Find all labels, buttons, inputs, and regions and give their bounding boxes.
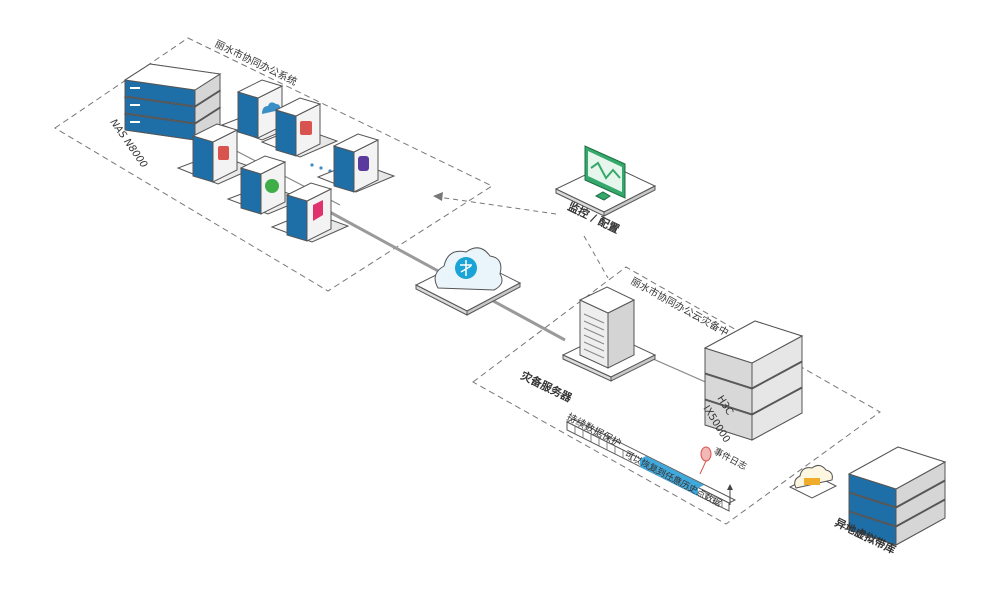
h3c-storage	[703, 320, 804, 441]
ellipsis-dots	[310, 163, 332, 173]
db-server-2	[260, 97, 339, 158]
nas-leds	[130, 87, 140, 123]
offsite-tape-library	[847, 446, 947, 546]
db-server-6	[270, 182, 350, 243]
arrow-head	[433, 192, 443, 201]
monitor-chart-icon	[590, 161, 621, 180]
zone-dr-center	[472, 266, 881, 525]
event-log-marker	[699, 446, 712, 475]
monitor-station	[554, 145, 657, 217]
timeline-bar	[565, 418, 737, 512]
event-log-label: 事件日志	[712, 445, 749, 473]
nas-storage	[123, 63, 222, 141]
dr-server-label: 灾备服务器	[519, 368, 575, 405]
db-server-3	[316, 133, 396, 193]
dr-server-slots	[583, 313, 605, 359]
db-server-4	[176, 123, 256, 185]
flag-badge-icon	[313, 200, 323, 221]
office-system-label: 丽水市协同办公系统	[213, 37, 300, 88]
db-server-5	[226, 155, 306, 215]
tape-cloud-badge	[788, 464, 838, 499]
monitor-links	[437, 196, 609, 279]
database-badge-icon	[300, 121, 312, 135]
shield-badge-icon	[358, 156, 369, 171]
globe-badge-icon	[265, 179, 279, 193]
db-server-1	[220, 79, 299, 141]
cloud-badge-icon	[262, 102, 281, 114]
dr-center-label: 丽水市协同办公云灾备中	[629, 274, 732, 339]
mail-badge-icon	[218, 146, 229, 160]
dr-server	[561, 286, 657, 382]
network-cloud	[414, 247, 522, 316]
